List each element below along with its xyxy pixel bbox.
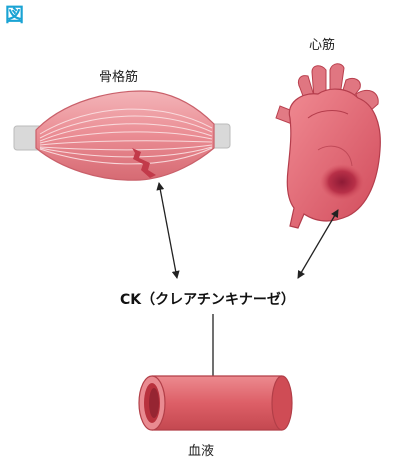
heart-lesion	[320, 164, 364, 200]
muscle-belly	[36, 91, 214, 180]
arrow-skeletal-ck	[159, 183, 177, 278]
blood-vessel-illustration	[139, 376, 292, 430]
heart-body	[287, 89, 380, 228]
heart-illustration	[276, 64, 380, 228]
vessel-body	[152, 376, 282, 430]
skeletal-muscle-illustration	[14, 91, 230, 180]
